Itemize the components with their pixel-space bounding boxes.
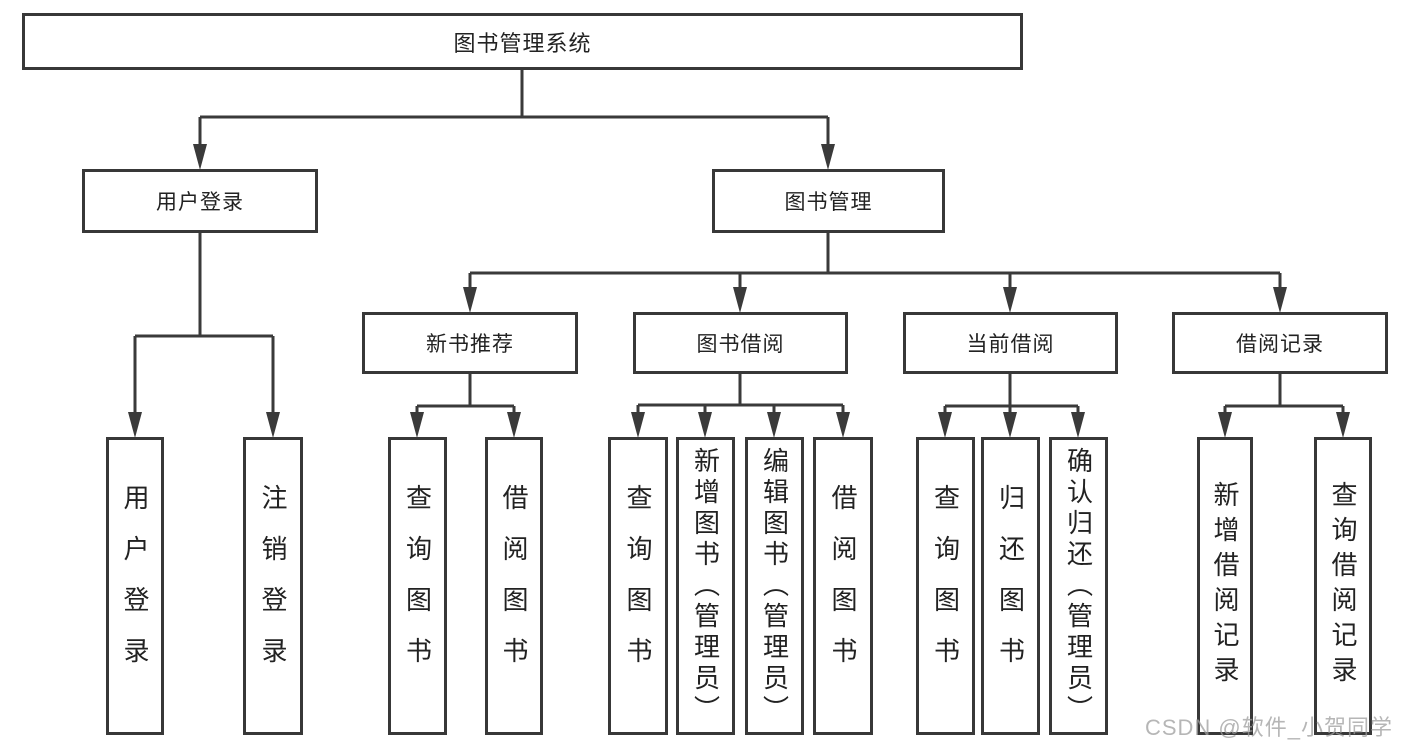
leaf-label: 新增借阅记录 xyxy=(1210,481,1240,691)
leaf-label: 查询图书 xyxy=(623,484,653,688)
node-leaf-query-book-2: 查询图书 xyxy=(608,437,668,735)
connector-borrow-record-to-leaves xyxy=(1218,373,1350,438)
node-leaf-borrow-book-2: 借阅图书 xyxy=(813,437,873,735)
node-leaf-confirm-return-admin: 确认归还（管理员） xyxy=(1049,437,1108,735)
connector-current-borrow-to-leaves xyxy=(938,373,1085,438)
leaf-label: 借阅图书 xyxy=(828,484,858,688)
leaf-label: 借阅图书 xyxy=(499,484,529,688)
connector-book-borrow-to-leaves xyxy=(631,373,850,438)
node-leaf-query-book-1: 查询图书 xyxy=(388,437,447,735)
leaf-label: 编辑图书（管理员） xyxy=(759,446,790,726)
leaf-label: 查询图书 xyxy=(402,484,433,688)
node-book-borrow: 图书借阅 xyxy=(633,312,848,374)
node-leaf-borrow-book-1: 借阅图书 xyxy=(485,437,543,735)
leaf-label: 查询借阅记录 xyxy=(1328,481,1358,691)
connector-new-book-rec-to-leaves xyxy=(410,373,521,438)
node-borrow-record: 借阅记录 xyxy=(1172,312,1388,374)
leaf-label: 归还图书 xyxy=(995,484,1026,688)
node-root: 图书管理系统 xyxy=(22,13,1023,70)
node-leaf-query-borrow-record: 查询借阅记录 xyxy=(1314,437,1372,735)
leaf-label: 查询图书 xyxy=(930,484,961,688)
node-leaf-add-borrow-record: 新增借阅记录 xyxy=(1197,437,1253,735)
node-leaf-edit-book-admin: 编辑图书（管理员） xyxy=(745,437,804,735)
leaf-label: 注销登录 xyxy=(258,484,288,688)
connector-user-login-to-leaves xyxy=(128,232,280,438)
leaf-label: 用户登录 xyxy=(120,484,150,688)
leaf-label: 确认归还（管理员） xyxy=(1063,446,1094,726)
node-new-book-rec: 新书推荐 xyxy=(362,312,578,374)
leaf-label: 新增图书（管理员） xyxy=(690,446,721,726)
connector-book-mgmt-to-level3 xyxy=(463,232,1287,313)
node-leaf-return-book: 归还图书 xyxy=(981,437,1040,735)
node-user-login: 用户登录 xyxy=(82,169,318,233)
node-leaf-user-login: 用户登录 xyxy=(106,437,164,735)
node-leaf-query-book-3: 查询图书 xyxy=(916,437,975,735)
node-book-mgmt: 图书管理 xyxy=(712,169,945,233)
node-current-borrow: 当前借阅 xyxy=(903,312,1118,374)
connector-root-to-level2 xyxy=(193,69,835,170)
node-leaf-add-book-admin: 新增图书（管理员） xyxy=(676,437,735,735)
node-leaf-logout: 注销登录 xyxy=(243,437,303,735)
